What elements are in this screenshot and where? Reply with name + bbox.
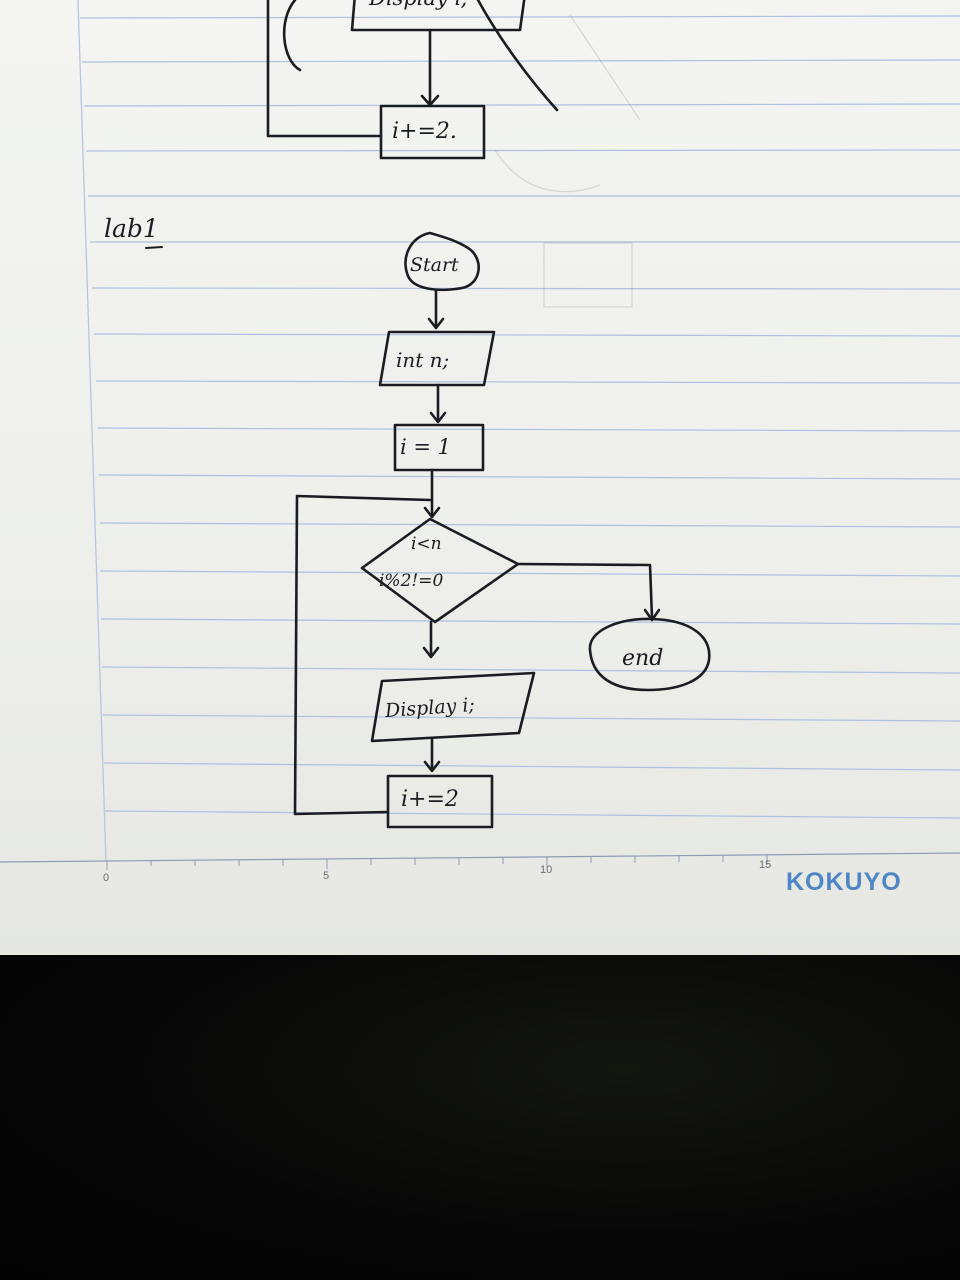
ruled-lines [0,0,960,870]
ruler-label-15: 15 [759,859,772,871]
init-box [393,423,485,472]
lab-heading-underline [145,246,163,249]
previous-increment-box [379,104,486,160]
loop-back-line [293,494,432,816]
arrowhead-start-to-declare [427,317,445,330]
flowchart-strokes [145,0,711,829]
increment-box [386,774,494,829]
notebook-page [0,0,960,960]
display-box [370,671,536,743]
increment-label: i+=2 [401,787,459,812]
previous-curve-stroke [282,0,302,72]
start-terminal [404,231,480,292]
previous-loop-line [266,0,383,138]
declare-box [378,330,496,387]
arrowhead-condition-to-display [422,646,440,659]
init-label: i = 1 [400,435,452,459]
arrowhead-init-to-condition [423,506,441,519]
arrowhead-display-to-increment [423,760,441,773]
previous-flowchart [266,0,559,160]
condition-line2: i%2!=0 [379,571,444,591]
end-terminal [588,617,711,692]
previous-display-box [350,0,526,32]
end-label: end [622,646,664,671]
previous-increment-label: i+=2. [392,119,457,144]
previous-display-label: Display i; [369,0,468,10]
ruler-label-10: 10 [540,864,553,876]
brand-logo: KOKUYO [786,868,902,896]
condition-diamond [360,517,520,624]
ruler-label-0: 0 [103,872,110,884]
condition-line1: i<n [411,534,442,554]
start-label: Start [410,254,459,276]
arrowhead-declare-to-init [429,411,447,424]
desk-background [0,955,960,1280]
lab-heading: lab1 [104,214,159,243]
arrow-condition-to-end [516,562,654,620]
declare-label: int n; [396,348,450,372]
ruler-label-5: 5 [323,870,330,882]
previous-cross-stroke [476,0,559,112]
